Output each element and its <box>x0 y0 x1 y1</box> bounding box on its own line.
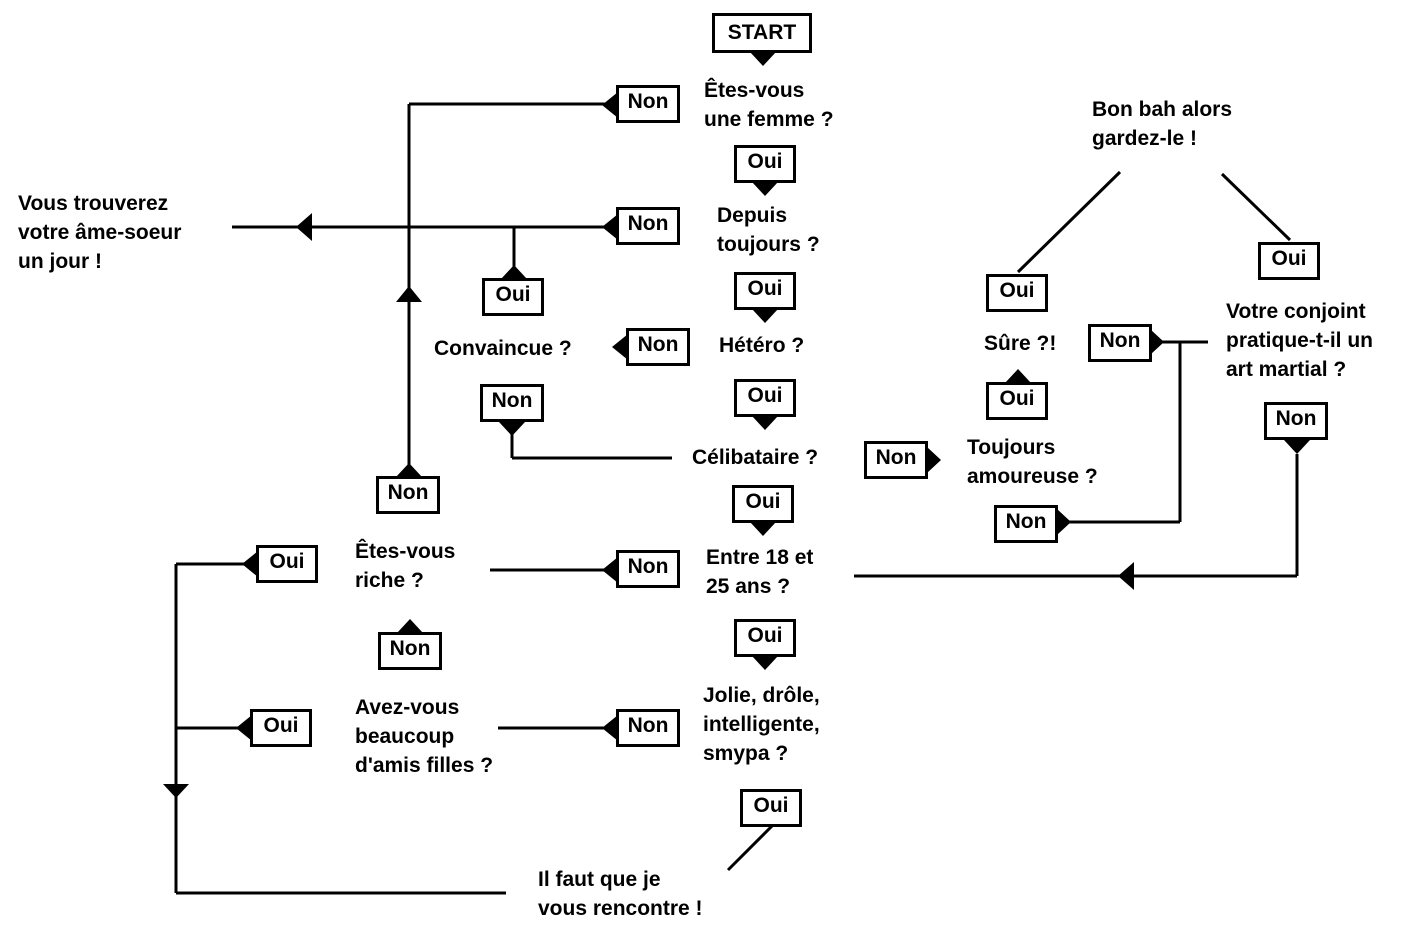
question-jolie: Jolie, drôle, intelligente, smypa ? <box>703 684 820 765</box>
answer-non-conjoint: Non <box>1264 402 1328 440</box>
question-depuis-toujours: Depuis toujours ? <box>717 204 820 256</box>
question-riche: Êtes-vous riche ? <box>355 540 456 592</box>
question-conjoint: Votre conjoint pratique-t-il un art mart… <box>1226 300 1373 381</box>
answer-oui-convaincue: Oui <box>482 278 544 316</box>
answer-non-toujours: Non <box>994 505 1058 543</box>
question-toujours-amoureuse: Toujours amoureuse ? <box>967 436 1098 488</box>
answer-non-riche: Non <box>378 632 442 670</box>
question-age: Entre 18 et 25 ans ? <box>706 546 814 598</box>
answer-oui-celibataire: Oui <box>732 485 794 523</box>
question-femme: Êtes-vous une femme ? <box>704 79 834 131</box>
question-celibataire: Célibataire ? <box>692 446 819 469</box>
answer-non-sure: Non <box>1088 324 1152 362</box>
answer-oui-toujours: Oui <box>986 382 1048 420</box>
answer-non-riche-loop: Non <box>376 476 440 514</box>
answer-oui-hetero: Oui <box>734 379 796 417</box>
answer-oui-depuis: Oui <box>734 272 796 310</box>
answer-non-convaincue: Non <box>480 384 544 422</box>
answer-non-celibataire: Non <box>864 441 928 479</box>
answer-non-age: Non <box>616 550 680 588</box>
answer-oui-riche: Oui <box>256 545 318 583</box>
outcome-gardez: Bon bah alors gardez-le ! <box>1092 98 1233 150</box>
answer-non-depuis: Non <box>616 207 680 245</box>
outcome-ame-soeur: Vous trouverez votre âme-soeur un jour ! <box>18 192 182 273</box>
answer-oui-gardez-right: Oui <box>1258 242 1320 280</box>
answer-oui-femme: Oui <box>734 145 796 183</box>
question-sure: Sûre ?! <box>984 332 1057 355</box>
answer-oui-gardez-left: Oui <box>986 274 1048 312</box>
answer-non-jolie: Non <box>616 709 680 747</box>
question-hetero: Hétéro ? <box>719 334 805 357</box>
answer-non-hetero: Non <box>626 328 690 366</box>
answer-oui-jolie: Oui <box>740 789 802 827</box>
answer-non-femme: Non <box>616 85 680 123</box>
answer-oui-amis: Oui <box>250 709 312 747</box>
question-amis-filles: Avez-vous beaucoup d'amis filles ? <box>355 696 494 777</box>
answer-oui-age: Oui <box>734 619 796 657</box>
question-convaincue: Convaincue ? <box>434 337 572 360</box>
outcome-rencontre: Il faut que je vous rencontre ! <box>538 868 703 920</box>
start-pointer <box>750 52 776 66</box>
start-box: START <box>712 13 812 53</box>
